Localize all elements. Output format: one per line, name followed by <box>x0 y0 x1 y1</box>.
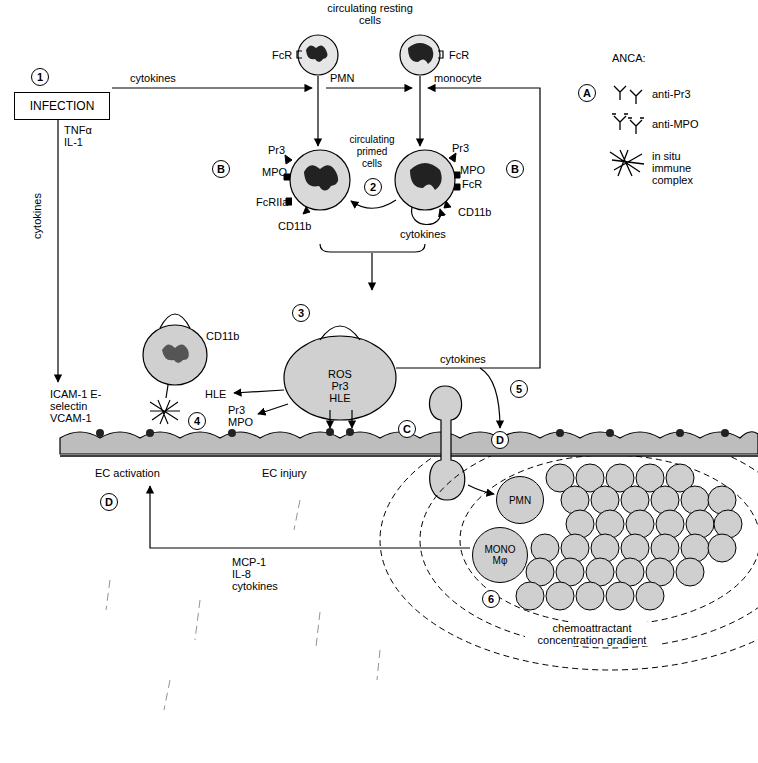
legend-text: in situ immune complex <box>652 150 700 186</box>
callout-letter: B <box>506 160 524 178</box>
node-text: 5 <box>516 384 522 395</box>
stage-label: circulating primed cells <box>347 134 397 170</box>
cell-label: monocyte <box>434 72 482 84</box>
chemokine-label: MCP-1 IL-8 cytokines <box>232 556 282 592</box>
callout-number: 1 <box>31 68 49 86</box>
arrow-label: cytokines <box>400 228 446 240</box>
callout-letter: C <box>398 420 416 438</box>
antigen-label: MPO <box>262 166 287 178</box>
node-text: INFECTION <box>30 99 95 113</box>
node-text: B <box>217 164 225 175</box>
node-text: 1 <box>37 72 43 83</box>
node-text: D <box>496 435 504 446</box>
callout-letter: B <box>212 160 230 178</box>
arrow-label: cytokines <box>31 193 43 239</box>
outcome-label: EC injury <box>262 467 307 479</box>
callout-letter: D <box>100 493 118 511</box>
cell-circle: MONO Mφ <box>472 527 528 583</box>
receptor-label: FcR <box>272 49 292 61</box>
node-text: PMN <box>509 495 531 506</box>
mediator-label: ROS Pr3 HLE <box>322 368 358 404</box>
antigen-label: Pr3 <box>268 144 285 156</box>
outcome-label: EC activation <box>95 467 160 479</box>
node-text: A <box>583 88 591 99</box>
receptor-label: FcR <box>449 49 469 61</box>
receptor-label: FcRIIa <box>256 196 288 208</box>
antigen-label: Pr3 MPO <box>228 404 256 428</box>
legend-text: anti-Pr3 <box>652 88 691 100</box>
antigen-label: MPO <box>460 164 485 176</box>
cell-label: PMN <box>330 72 354 84</box>
receptor-label: FcR <box>462 178 482 190</box>
integrin-label: CD11b <box>278 220 311 232</box>
cell-circle: PMN <box>496 476 544 524</box>
callout-number: 5 <box>510 380 528 398</box>
node-text: 3 <box>298 308 304 319</box>
node-text: 2 <box>370 182 376 193</box>
callout-letter: A <box>578 84 596 102</box>
callout-number: 3 <box>292 304 310 322</box>
callout-letter: D <box>491 431 509 449</box>
arrow-label: cytokines <box>440 353 486 365</box>
cytokine-label: TNFα IL-1 <box>64 124 104 148</box>
gradient-label: chemoattractant concentration gradient <box>525 622 659 646</box>
integrin-label: CD11b <box>458 206 491 218</box>
integrin-label: CD11b <box>206 330 239 342</box>
heading-note: circulating resting cells <box>320 2 420 26</box>
node-text: 4 <box>194 416 200 427</box>
enzyme-label: HLE <box>205 388 226 400</box>
node-text: 6 <box>488 594 494 605</box>
arrow-label: cytokines <box>130 72 176 84</box>
adhesion-molecule-label: ICAM-1 E-selectin VCAM-1 <box>50 388 112 424</box>
node-text: D <box>105 497 113 508</box>
legend-text: anti-MPO <box>652 118 698 130</box>
node-text: B <box>511 164 519 175</box>
callout-number: 4 <box>188 412 206 430</box>
callout-number: 2 <box>364 178 382 196</box>
antigen-label: Pr3 <box>452 142 469 154</box>
node-text: C <box>403 424 411 435</box>
legend-heading: ANCA: <box>612 52 646 64</box>
event-box: INFECTION <box>14 92 110 120</box>
node-text: MONO Mφ <box>482 544 518 566</box>
callout-number: 6 <box>482 590 500 608</box>
